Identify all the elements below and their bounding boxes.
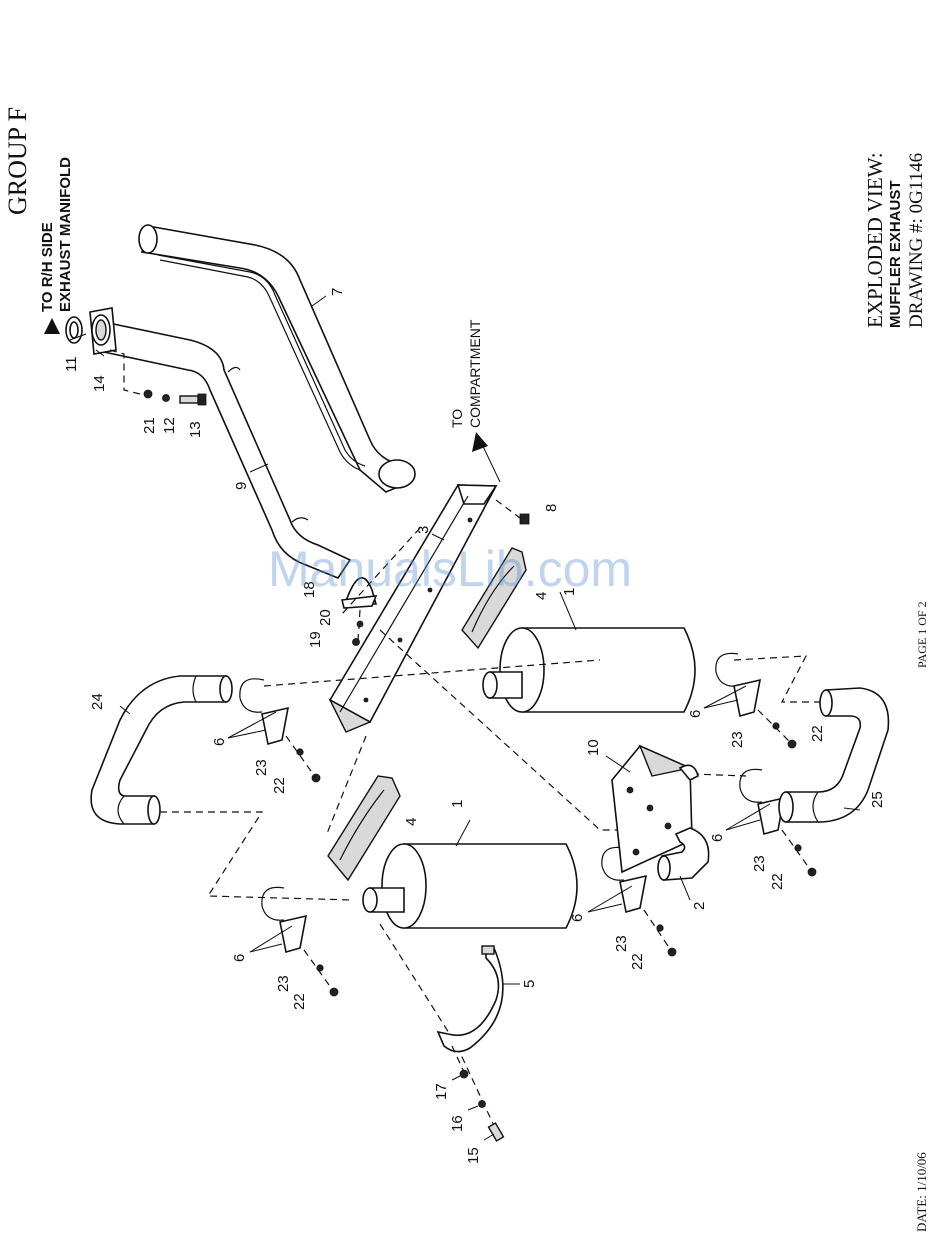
part-11-gasket: [66, 317, 82, 343]
part-12-nut: [163, 395, 170, 402]
callout-4: 4: [403, 818, 420, 826]
compartment-label-line2: COMPARTMENT: [467, 319, 483, 428]
part-21-washer: [144, 390, 152, 398]
callout-9: 9: [233, 482, 250, 490]
callout-10: 10: [585, 739, 602, 756]
part-16-nut: [479, 1101, 486, 1108]
date-label: DATE: 1/10/06: [914, 1152, 929, 1232]
callout-15: 15: [465, 1147, 482, 1164]
callout-6: 6: [231, 954, 248, 962]
part-6-ubolt-set-b: [704, 653, 760, 716]
callout-8: 8: [543, 504, 560, 512]
callout-7: 7: [329, 288, 346, 296]
callout-20: 20: [317, 609, 334, 626]
callout-22: 22: [769, 873, 786, 890]
callout-6: 6: [211, 738, 228, 746]
callout-5: 5: [521, 980, 538, 988]
callout-11: 11: [63, 356, 80, 372]
callout-22: 22: [291, 993, 308, 1010]
callout-6: 6: [569, 914, 586, 922]
part-15-bolt: [489, 1123, 504, 1141]
callout-6: 6: [687, 710, 704, 718]
group-label: GROUP F: [3, 107, 32, 215]
part-13-bolt: [180, 394, 206, 405]
callout-22: 22: [629, 953, 646, 970]
view-title: EXPLODED VIEW:: [863, 152, 887, 328]
callout-12: 12: [161, 417, 178, 434]
callout-25: 25: [869, 791, 886, 808]
callout-19: 19: [307, 631, 324, 648]
callout-22: 22: [809, 725, 826, 742]
part-1-muffler-upper: [483, 628, 695, 712]
callout-13: 13: [187, 421, 204, 438]
callout-23: 23: [253, 759, 270, 776]
manifold-label-line2: EXHAUST MANIFOLD: [57, 157, 74, 312]
part-20-washer: [357, 621, 363, 627]
part-24-u-pipe: [91, 676, 232, 824]
part-8-bolt: [520, 514, 529, 524]
part-17-washer: [460, 1070, 468, 1078]
callout-23: 23: [751, 855, 768, 872]
arrow-up-icon: [44, 318, 60, 334]
callout-22: 22: [271, 777, 288, 794]
part-23-washer-a: [297, 749, 303, 755]
part-6-ubolt-set-a: [228, 679, 288, 744]
part-19-nut: [353, 639, 360, 646]
part-5-strap: [438, 946, 503, 1052]
callout-14: 14: [91, 375, 108, 392]
compartment-label-line1: TO: [449, 409, 465, 428]
callout-24: 24: [89, 693, 106, 710]
part-6-ubolt-set-c: [726, 769, 784, 834]
callout-2: 2: [691, 902, 708, 910]
callout-23: 23: [729, 731, 746, 748]
callout-16: 16: [449, 1115, 466, 1132]
part-3-support-bracket: [330, 485, 496, 732]
callout-6: 6: [709, 834, 726, 842]
callout-21: 21: [141, 417, 158, 434]
drawing-number: DRAWING #: 0G1146: [906, 153, 927, 328]
callout-23: 23: [275, 975, 292, 992]
view-subtitle: MUFFLER EXHAUST: [887, 181, 904, 329]
callout-1: 1: [449, 800, 466, 808]
manifold-label-line1: TO R/H SIDE: [39, 222, 56, 312]
page-label: PAGE 1 OF 2: [915, 601, 929, 668]
part-14-flange: [90, 308, 116, 354]
callout-17: 17: [433, 1083, 450, 1100]
watermark: ManualsLib.com: [268, 541, 632, 597]
callout-23: 23: [613, 935, 630, 952]
callout-3: 3: [415, 526, 432, 534]
part-1-muffler-lower: [363, 844, 577, 928]
arrow-icon: [472, 432, 488, 452]
